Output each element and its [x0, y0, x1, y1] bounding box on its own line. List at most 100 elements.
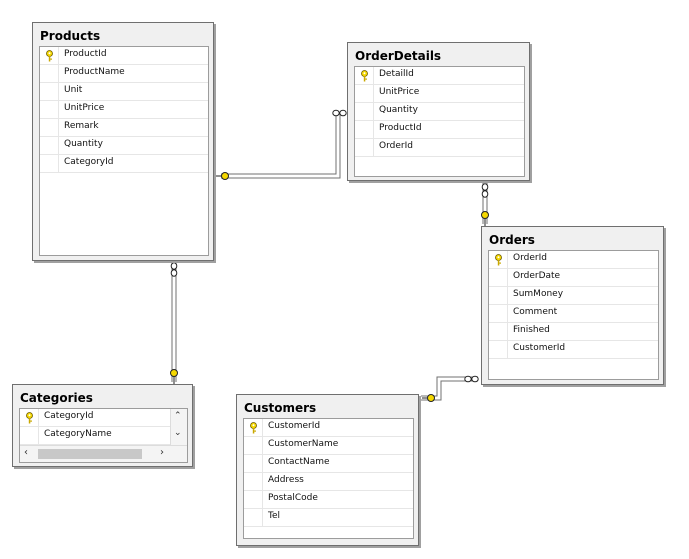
column-row[interactable]: Quantity [40, 137, 208, 155]
column-name: Remark [64, 121, 99, 131]
column-name: CustomerId [513, 343, 566, 353]
column-row[interactable]: Tel [244, 509, 413, 527]
row-selector[interactable] [244, 455, 263, 472]
column-row[interactable]: CategoryId [20, 409, 187, 427]
key-icon [214, 172, 229, 180]
infinity-icon [481, 183, 489, 198]
column-row[interactable]: OrderId [355, 139, 524, 157]
column-name: Quantity [379, 105, 418, 115]
column-row[interactable]: ProductId [40, 47, 208, 65]
column-name: DetailId [379, 69, 414, 79]
row-selector[interactable] [40, 155, 59, 172]
table-title: Products [40, 29, 101, 43]
column-name: SumMoney [513, 289, 564, 299]
table-title: Categories [20, 391, 93, 405]
horizontal-scrollbar[interactable]: ‹ › [20, 445, 187, 462]
scroll-thumb[interactable] [38, 449, 142, 459]
column-row[interactable]: OrderId [489, 251, 658, 269]
column-name: ProductName [64, 67, 125, 77]
column-name: PostalCode [268, 493, 318, 503]
column-row[interactable]: PostalCode [244, 491, 413, 509]
chevron-left-icon[interactable]: ‹ [24, 447, 28, 458]
row-selector[interactable] [20, 427, 39, 444]
column-name: ProductId [379, 123, 422, 133]
column-row[interactable]: CustomerName [244, 437, 413, 455]
column-row[interactable]: Address [244, 473, 413, 491]
column-row[interactable]: Quantity [355, 103, 524, 121]
row-selector[interactable] [244, 491, 263, 508]
column-name: Quantity [64, 139, 103, 149]
column-name: Comment [513, 307, 558, 317]
column-row[interactable]: Remark [40, 119, 208, 137]
column-row[interactable]: UnitPrice [355, 85, 524, 103]
row-selector[interactable] [489, 269, 508, 286]
relationship-products-categories[interactable] [171, 262, 177, 382]
row-selector[interactable] [244, 509, 263, 526]
row-selector[interactable] [40, 101, 59, 118]
row-selector[interactable] [40, 83, 59, 100]
row-selector[interactable] [355, 85, 374, 102]
row-selector[interactable] [489, 251, 508, 268]
row-selector[interactable] [355, 103, 374, 120]
column-row[interactable]: Comment [489, 305, 658, 323]
table-title: Orders [489, 233, 535, 247]
vertical-scrollbar[interactable]: ⌃ ⌄ [170, 409, 187, 445]
column-name: OrderId [513, 253, 547, 263]
column-row[interactable]: ProductId [355, 121, 524, 139]
infinity-icon [464, 375, 479, 383]
column-row[interactable]: Unit [40, 83, 208, 101]
column-row[interactable]: OrderDate [489, 269, 658, 287]
relationship-products-orderdetails[interactable] [221, 112, 346, 179]
column-name: CategoryName [44, 429, 112, 439]
column-name: CustomerName [268, 439, 339, 449]
column-row[interactable]: CategoryName [20, 427, 187, 445]
row-selector[interactable] [355, 67, 374, 84]
table-title: Customers [244, 401, 317, 415]
column-row[interactable]: DetailId [355, 67, 524, 85]
column-row[interactable]: UnitPrice [40, 101, 208, 119]
column-row[interactable]: CategoryId [40, 155, 208, 173]
row-selector[interactable] [489, 287, 508, 304]
column-row[interactable]: CustomerId [489, 341, 658, 359]
column-name: OrderId [379, 141, 413, 151]
row-selector[interactable] [355, 139, 374, 156]
row-selector[interactable] [489, 305, 508, 322]
column-row[interactable]: SumMoney [489, 287, 658, 305]
row-selector[interactable] [244, 437, 263, 454]
chevron-down-icon[interactable]: ⌄ [174, 428, 182, 438]
chevron-up-icon[interactable]: ⌃ [174, 411, 182, 421]
row-selector[interactable] [355, 121, 374, 138]
column-name: Tel [268, 511, 281, 521]
table-title: OrderDetails [355, 49, 442, 63]
row-selector[interactable] [40, 119, 59, 136]
row-selector[interactable] [489, 323, 508, 340]
column-row[interactable]: ProductName [40, 65, 208, 83]
column-row[interactable]: Finished [489, 323, 658, 341]
column-name: UnitPrice [64, 103, 105, 113]
row-selector[interactable] [40, 65, 59, 82]
chevron-right-icon[interactable]: › [160, 447, 164, 458]
column-name: ContactName [268, 457, 330, 467]
row-selector[interactable] [244, 473, 263, 490]
row-selector[interactable] [489, 341, 508, 358]
column-row[interactable]: CustomerId [244, 419, 413, 437]
row-selector[interactable] [244, 419, 263, 436]
row-selector[interactable] [40, 137, 59, 154]
row-selector[interactable] [20, 409, 39, 426]
column-name: Address [268, 475, 304, 485]
column-name: CategoryId [64, 157, 114, 167]
row-selector[interactable] [40, 47, 59, 64]
key-icon [481, 211, 489, 226]
column-name: ProductId [64, 49, 107, 59]
column-row[interactable]: ContactName [244, 455, 413, 473]
